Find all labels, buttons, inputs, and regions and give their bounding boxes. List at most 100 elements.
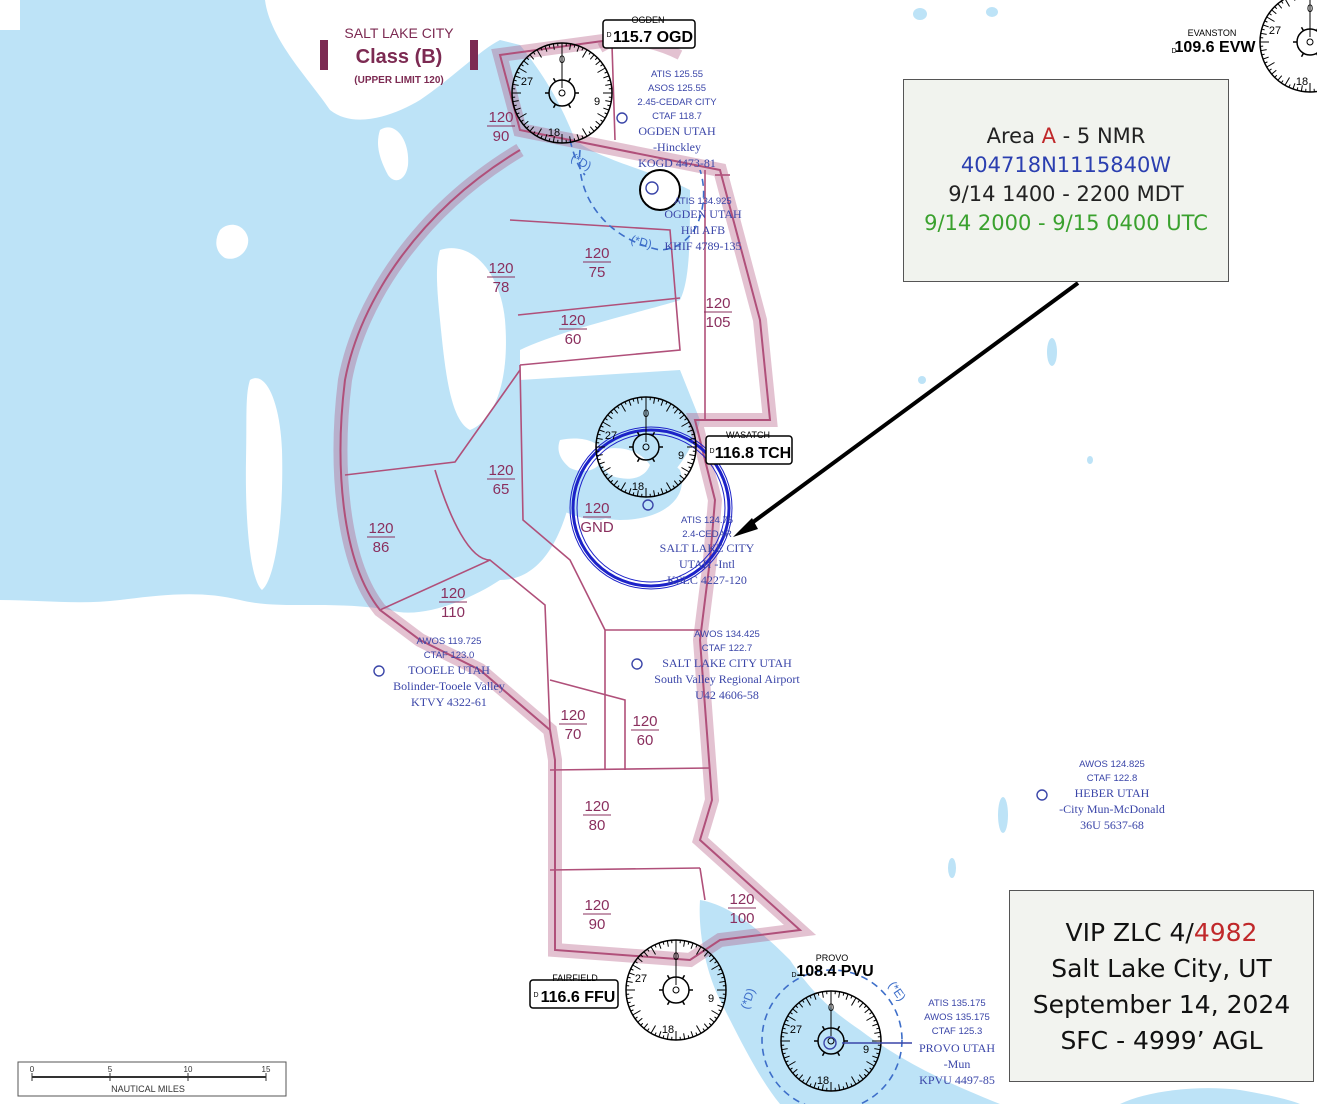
scale-tick-0: 0 [30,1065,35,1074]
sector-bottom: 60 [565,331,582,348]
scale-tick-5: 5 [108,1065,113,1074]
sector-bottom: 70 [565,726,582,743]
sector-altitude-labels: 120901207812075120601201051206512086120G… [367,109,756,933]
navaid-freq: 116.8 TCH [715,445,791,462]
vip-altitude: SFC - 4999’ AGL [1060,1026,1263,1055]
sector-bottom: 90 [493,128,510,145]
area-prefix: Area [986,124,1042,148]
vip-number: 4982 [1193,918,1258,947]
sector-bottom: 80 [589,817,606,834]
ffu-rose-n: 0 [673,951,679,963]
navaid-name: OGDEN [631,15,664,25]
airport-line: CTAF 122.7 [702,643,753,654]
pvu-rose-n: 0 [828,1002,834,1014]
sector-bottom: 90 [589,916,606,933]
airport-symbols [373,112,1048,1050]
sector-top: 120 [705,295,730,312]
sector-bottom: 65 [493,481,510,498]
sector-top: 120 [488,109,513,126]
pvu-rose-w: 27 [790,1024,802,1036]
airport-line: Bolinder-Tooele Valley [393,679,505,693]
ffu-rose-w: 27 [635,973,647,985]
sector-bottom: 110 [441,604,465,621]
class-b-upper: (UPPER LIMIT 120) [354,75,443,86]
area-a-info-box: Area A - 5 NMR 404718N1115840W 9/14 1400… [903,79,1229,282]
sector-bottom: 78 [493,279,510,296]
sector-bottom: GND [580,519,614,536]
airport-line: KPVU 4497-85 [919,1073,995,1087]
vip-title: VIP ZLC 4/4982 [1010,915,1313,951]
tch-rose-n: 0 [643,408,649,420]
vip-prefix: VIP ZLC 4/ [1065,918,1194,947]
airport-line: -City Mun-McDonald [1059,802,1165,816]
scale-tick-15: 15 [262,1065,271,1074]
sector-bottom: 75 [589,264,606,281]
airport-line: UTAH -Intl [679,557,736,571]
area-utc-time: 9/14 2000 - 9/15 0400 UTC [924,211,1208,235]
vip-date: September 14, 2024 [1032,990,1291,1019]
vip-location: Salt Lake City, UT [1051,954,1272,983]
vor-compass-roses: 091827091827091827091827091827 [511,0,1317,1092]
airport-line: CTAF 118.7 [652,111,702,122]
sector-top: 120 [440,585,465,602]
airport-line: ATIS 135.175 [928,998,985,1009]
sector-bottom: 100 [729,910,754,927]
navaid-name: FAIRFIELD [552,973,598,983]
evw-rose-n: 0 [1307,3,1313,15]
airport-line: CTAF 123.0 [424,650,475,661]
navaid-freq: 116.6 FFU [541,989,616,1006]
airport-line: OGDEN UTAH [664,207,742,221]
area-local-time: 9/14 1400 - 2200 MDT [948,182,1184,206]
airport-line: U42 4606-58 [695,688,759,702]
evw-rose-w: 27 [1269,25,1281,37]
sector-top: 120 [584,798,609,815]
class-d-airspace [569,139,903,1104]
airport-line: AWOS 135.175 [924,1012,990,1023]
pvu-rose-e: 9 [863,1044,869,1056]
tch-rose-e: 9 [678,450,684,462]
sector-top: 120 [729,891,754,908]
airport-line: AWOS 134.425 [694,629,760,640]
airport-line: 2.4-CEDAR [682,529,732,540]
airport-line: ATIS 134.925 [674,196,731,207]
scale-tick-10: 10 [184,1065,193,1074]
airport-line: AWOS 119.725 [417,636,482,647]
navaid-tag: D [606,32,611,39]
airport-line: PROVO UTAH [919,1041,995,1055]
sector-bottom: 60 [637,732,654,749]
navaid-freq: 109.6 EVW [1175,39,1257,56]
vip-info-box: VIP ZLC 4/4982 Salt Lake City, UT Septem… [1009,890,1314,1082]
airport-line: TOOELE UTAH [408,663,490,677]
airport-line: -Mun [944,1057,971,1071]
airport-line: OGDEN UTAH [638,124,716,138]
navaid-name: WASATCH [726,430,770,440]
navaid-name: EVANSTON [1188,28,1237,38]
tfr-circle [569,426,733,590]
ffu-rose-e: 9 [708,993,714,1005]
tch-rose-w: 27 [605,430,617,442]
class-b-city: SALT LAKE CITY [344,25,454,41]
sector-top: 120 [368,520,393,537]
